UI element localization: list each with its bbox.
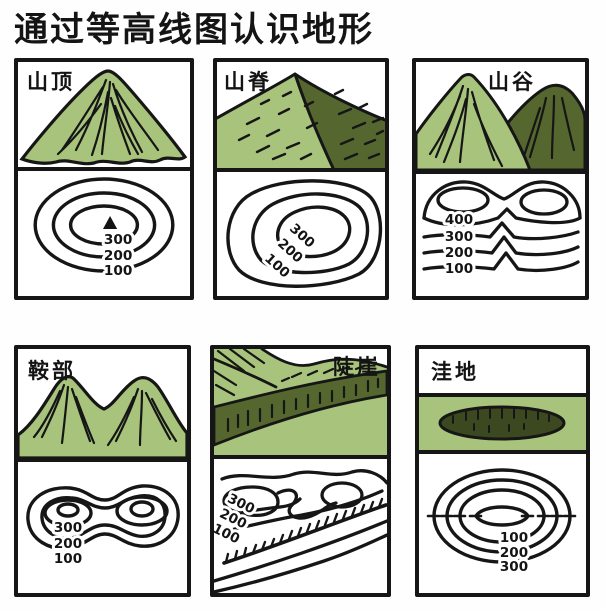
panel-ridge: 山脊 300 200 100 [213,58,389,300]
page-title: 通过等高线图认识地形 [14,10,374,50]
panel-basin: 洼地 100 200 300 [415,345,590,597]
elevation-value: 200 [54,536,82,552]
ridge-line [293,72,335,168]
saddle-label: 鞍部 [28,359,76,383]
panel-saddle: 鞍部 300 200 100 [14,345,191,597]
contour-top-line [220,469,387,485]
contour-300 [68,204,140,246]
peak-mountain-drawing [19,69,188,166]
valley-label: 山谷 [488,70,536,94]
saddle-contour-map: 300 200 100 [18,462,187,593]
peak-illustration: 山顶 [18,62,190,171]
elevation-value: 200 [445,245,473,261]
elevation-value: 100 [104,263,132,279]
peak-contour-map: 300 200 100 [18,171,190,296]
ridge-contour-map: 300 200 100 [217,172,385,296]
elevation-value: 300 [104,232,132,248]
basin-illustration [419,397,586,454]
elevation-value: 300 [54,520,82,536]
mountain-texture-lines [56,78,160,157]
left-hill-contour [436,186,490,214]
hill-crest-outline [260,349,387,369]
contour-100-line [216,489,384,535]
left-contour-300 [43,498,93,528]
basin-drawing [438,405,566,441]
valley-light-mountain [416,73,532,170]
elevation-value: 100 [54,551,82,567]
contour-200 [251,192,370,275]
front-slope-edge [214,357,278,389]
elevation-value: 300 [445,229,473,245]
summit-triangle-icon [102,216,118,229]
cliff-base-line-1 [214,519,387,583]
contour-100 [226,179,383,288]
cliff-hachure-ticks [224,497,384,564]
cliff-mountain-drawing [214,349,387,455]
ridge-light-dashes [237,90,319,161]
basin-title-strip: 洼地 [419,349,586,397]
contour-innermost [474,505,530,527]
elevation-value: 400 [445,212,473,228]
valley-mountain-drawing [416,73,585,170]
cliff-hachure-line [222,503,387,565]
sky [262,349,387,367]
contour-100 [26,484,180,551]
elevation-value: 100 [500,530,528,546]
ridge-dark-face [295,74,385,168]
slope-ray-lines [214,349,266,397]
peak-label: 山顶 [27,70,75,94]
hill-dashes [280,364,366,383]
basin-contour-map: 100 200 300 [419,454,586,593]
valley-contour-map: 400 300 200 100 [416,174,585,296]
elevation-value: 200 [104,248,132,264]
cliff-face-texture [226,377,380,433]
ridge-mountain-drawing [217,72,385,168]
cliff-contour-map: 300 200 100 [214,459,387,593]
valley-illustration: 山谷 [416,62,585,174]
elevation-value: 200 [500,545,528,561]
saddle-texture-lines [32,383,178,447]
ridge-contours: 300 200 100 [226,179,383,288]
cliff-contours: 300 200 100 [214,469,387,593]
contour-outer-top [422,180,582,220]
contour-400 [422,207,582,227]
panel-valley: 山谷 400 300 200 100 [412,58,589,300]
contour-200-line [218,497,302,519]
right-contour-top [129,500,155,518]
valley-contours: 400 300 200 100 [422,180,582,280]
contour-200 [422,235,580,257]
saddle-mountain-drawing [18,375,187,458]
contour-300 [275,205,352,259]
contour-300 [422,221,580,241]
left-contour-top [56,502,80,518]
knob-contour [320,481,364,509]
basin-contours: 100 200 300 [426,468,577,578]
basin-label: 洼地 [431,360,479,384]
contour-200 [51,191,157,259]
cliff-illustration: 陡崖 [214,349,387,459]
panel-peak: 山顶 300 200 100 [14,58,194,300]
valley-light-texture [428,84,504,168]
panel-cliff: 陡崖 300 200 100 [210,345,391,597]
cliff-base-line-2 [214,533,387,593]
right-contour-300 [115,495,169,527]
ridge-illustration: 山脊 [217,62,385,172]
peak-contours: 300 200 100 [33,177,175,282]
saddle-contours: 300 200 100 [26,484,180,570]
elevation-value: 100 [445,261,473,277]
cliff-label: 陡崖 [333,355,381,379]
contour-100 [33,177,175,273]
basin-pond-texture [452,408,550,433]
ridge-label: 山脊 [224,70,272,94]
elevation-value: 300 [500,559,528,575]
right-hill-contour [519,188,569,216]
saddle-illustration: 鞍部 [18,349,187,462]
basin-pond-shape [438,405,566,441]
valley-dark-texture [520,94,576,164]
ridge-dark-dashes [333,88,385,161]
contour-100 [422,251,580,273]
